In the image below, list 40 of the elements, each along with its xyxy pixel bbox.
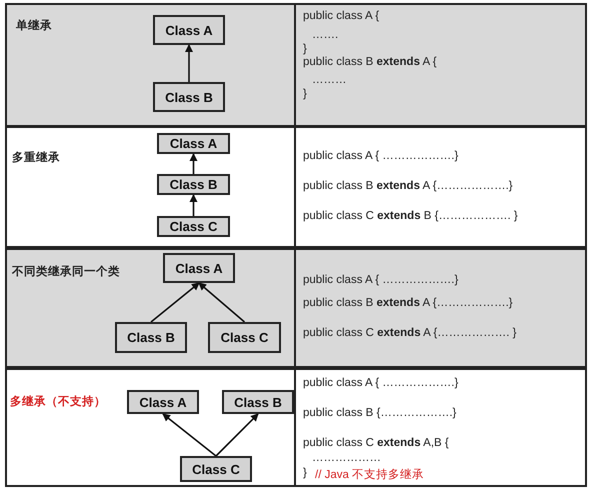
class-box: Class C (208, 322, 281, 353)
class-box: Class C (180, 456, 252, 482)
class-box: Class A (157, 133, 230, 154)
code-line: ……………… (312, 452, 381, 464)
code-line: public class B extends A {……………….} (303, 180, 513, 192)
arrow (190, 153, 198, 174)
code-line: public class C extends A {………………. } (303, 327, 516, 339)
row-heading: 多重继承 (12, 150, 60, 165)
code-line: public class A { ……………….} (303, 377, 458, 389)
code-comment: // Java 不支持多继承 (315, 468, 424, 482)
class-box: Class B (157, 174, 230, 195)
code-line: public class B extends A { (303, 56, 437, 68)
class-box: Class C (157, 216, 230, 237)
class-box: Class A (153, 15, 225, 45)
code-line: public class B extends A {……………….} (303, 297, 513, 309)
class-box: Class A (127, 390, 199, 414)
code-line: public class A { ……………….} (303, 274, 458, 286)
code-line: public class C extends A,B { (303, 437, 449, 449)
code-line: ……. (312, 29, 338, 41)
class-box: Class B (222, 390, 294, 414)
code-line: public class A { ……………….} (303, 150, 458, 162)
arrow (185, 44, 193, 82)
code-line: public class A { (303, 10, 380, 22)
arrow (162, 413, 216, 457)
code-line: public class C extends B {………………. } (303, 210, 518, 222)
code-line: ……… (312, 74, 346, 86)
row-heading: 不同类继承同一个类 (12, 264, 120, 279)
row-heading: 单继承 (16, 18, 52, 33)
arrow (150, 282, 200, 323)
arrow (215, 413, 259, 457)
code-line: public class B {……………….} (303, 407, 456, 419)
code-line: } (303, 88, 307, 100)
class-box: Class B (153, 82, 225, 112)
arrow (190, 194, 198, 216)
code-line: } (303, 43, 307, 55)
class-box: Class B (115, 322, 187, 353)
code-line: } (303, 467, 307, 479)
arrow (198, 282, 246, 323)
row-heading: 多继承（不支持） (10, 394, 106, 409)
class-box: Class A (163, 253, 235, 283)
